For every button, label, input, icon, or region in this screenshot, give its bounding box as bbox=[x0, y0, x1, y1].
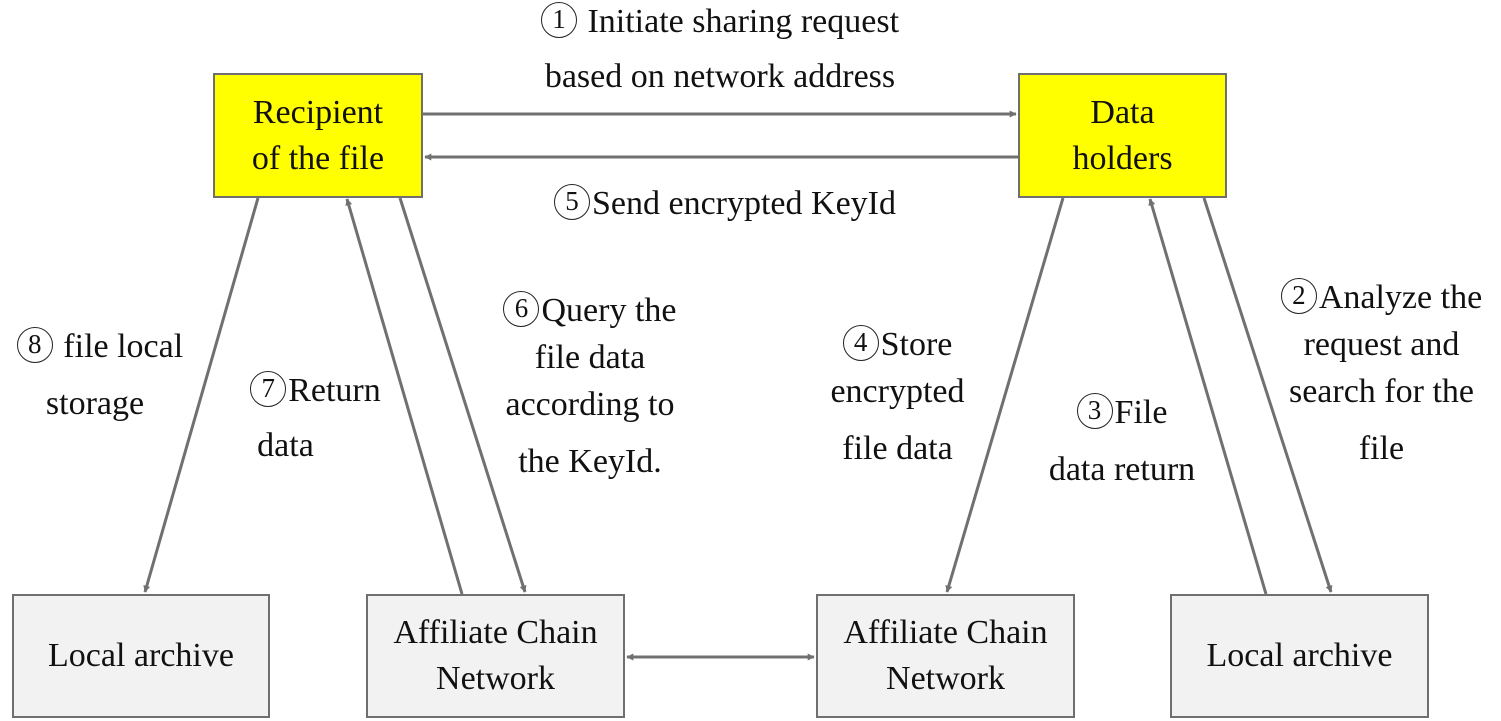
data-holders-node: Data holders bbox=[1018, 73, 1227, 198]
step-7-number: 7 bbox=[250, 371, 287, 407]
arrow-analyze-request bbox=[1202, 197, 1333, 593]
step-7-line-1: Return bbox=[288, 372, 381, 409]
step-8-label: 8 file local storage bbox=[0, 323, 200, 427]
step-8-number: 8 bbox=[16, 327, 53, 363]
step-2-line-4: file bbox=[1358, 430, 1405, 467]
arrow-store-file bbox=[945, 197, 1065, 593]
holders-line-2: holders bbox=[1072, 139, 1173, 177]
step-4-line-2: encrypted bbox=[830, 373, 965, 410]
step-4-line-1: Store bbox=[880, 326, 953, 363]
chain-right-line-1: Affiliate Chain bbox=[843, 614, 1048, 651]
step-1-number: 1 bbox=[540, 2, 577, 38]
step-4-number: 4 bbox=[842, 325, 879, 361]
arrow-return-data bbox=[345, 198, 464, 595]
step-2-number: 2 bbox=[1280, 278, 1317, 314]
step-5-number: 5 bbox=[553, 184, 590, 220]
step-6-line-1: Query the bbox=[541, 292, 677, 329]
recipient-line-2: of the file bbox=[251, 139, 385, 177]
local-archive-left-label: Local archive bbox=[48, 637, 234, 674]
step-7-line-2: data bbox=[257, 427, 314, 464]
recipient-node: Recipient of the file bbox=[213, 73, 423, 198]
step-3-number: 3 bbox=[1076, 393, 1113, 429]
local-archive-right-label: Local archive bbox=[1206, 637, 1393, 674]
step-6-number: 6 bbox=[503, 291, 540, 327]
local-archive-left-node: Local archive bbox=[12, 594, 270, 718]
step-2-line-2: request and bbox=[1303, 326, 1460, 363]
arrow-query-file bbox=[398, 197, 527, 593]
step-4-line-3: file data bbox=[842, 430, 953, 467]
step-3-line-1: File bbox=[1114, 394, 1168, 431]
chain-left-line-1: Affiliate Chain bbox=[393, 614, 598, 651]
step-8-line-2: storage bbox=[45, 385, 145, 422]
local-archive-right-node: Local archive bbox=[1170, 594, 1429, 718]
step-8-line-1: file local bbox=[63, 328, 184, 365]
step-6-line-2: file data bbox=[534, 339, 646, 376]
arrow-local-storage bbox=[143, 197, 260, 593]
step-6-line-4: the KeyId. bbox=[518, 443, 662, 480]
holders-line-1: Data bbox=[1090, 93, 1155, 131]
affiliate-chain-right-node: Affiliate Chain Network bbox=[816, 594, 1075, 718]
recipient-line-1: Recipient bbox=[252, 93, 384, 131]
step-3-line-2: data return bbox=[1048, 451, 1196, 488]
chain-left-line-2: Network bbox=[436, 660, 555, 697]
step-1-line-2: based on network address bbox=[544, 58, 896, 95]
step-1-label: 1 Initiate sharing request based on netw… bbox=[470, 0, 970, 100]
step-2-line-3: search for the bbox=[1288, 373, 1474, 410]
chain-right-line-2: Network bbox=[886, 660, 1005, 697]
step-1-line-1: Initiate sharing request bbox=[587, 3, 900, 40]
step-2-line-1: Analyze the bbox=[1318, 279, 1483, 316]
affiliate-chain-left-node: Affiliate Chain Network bbox=[366, 594, 625, 718]
step-6-line-3: according to bbox=[505, 386, 675, 423]
arrow-file-return bbox=[1148, 198, 1268, 595]
step-5-line-1: Send encrypted KeyId bbox=[591, 185, 896, 222]
